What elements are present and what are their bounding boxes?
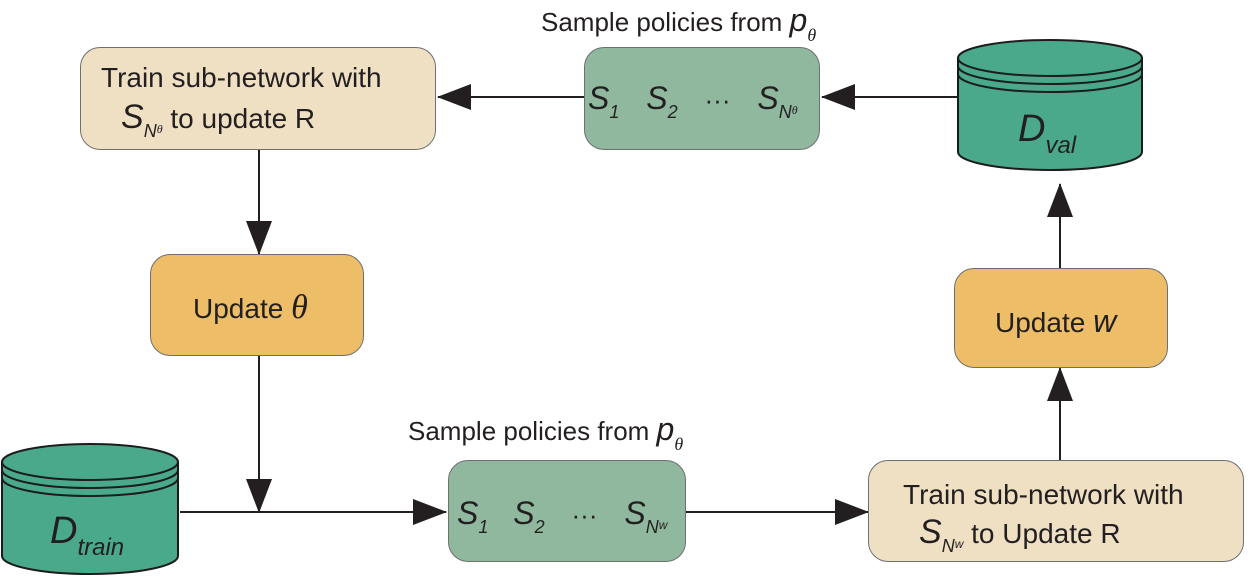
train-box-top-sub: N xyxy=(143,121,157,141)
top-caption-subscript: θ xyxy=(807,25,817,45)
policy-sequence-bottom: S1 S2 ··· SNw xyxy=(448,460,686,562)
top-caption-text: Sample policies from xyxy=(541,7,783,37)
train-box-top-line2: SNθ to update R xyxy=(121,98,316,140)
train-box-bottom-line2: SNw to Update R xyxy=(919,513,1121,555)
w-symbol: w xyxy=(1093,303,1117,339)
top-caption: Sample policies from pθ xyxy=(541,2,816,44)
top-caption-symbol: p xyxy=(789,2,808,38)
train-box-bottom-sub: N xyxy=(941,536,955,556)
update-theta-box: Update θ xyxy=(150,254,364,356)
policy-sequence-top-items: S1 S2 ··· SNθ xyxy=(588,80,798,122)
d-train-label: Dtrain xyxy=(50,510,125,561)
train-box-bottom-var: S xyxy=(919,513,942,551)
update-w-box: Update w xyxy=(954,268,1168,368)
seq-top-sn: SNθ xyxy=(757,80,798,122)
d-val-cylinder xyxy=(957,39,1143,171)
update-theta-label: Update θ xyxy=(193,289,308,326)
train-subnetwork-box-top: Train sub-network with SNθ to update R xyxy=(80,47,436,150)
train-box-top-tail: to update R xyxy=(170,103,316,134)
update-w-label: Update w xyxy=(995,303,1117,339)
seq-bottom-s2: S2 xyxy=(513,495,545,537)
bottom-caption-symbol: p xyxy=(656,411,675,447)
seq-bottom-sn: SNw xyxy=(624,495,668,537)
policy-sequence-top: S1 S2 ··· SNθ xyxy=(584,47,820,150)
d-train-cylinder xyxy=(1,443,179,575)
seq-top-s2: S2 xyxy=(646,80,678,122)
seq-top-dots: ··· xyxy=(704,85,731,115)
seq-bottom-s1: S1 xyxy=(457,495,489,537)
d-val-label: Dval xyxy=(1018,108,1077,159)
train-box-top-subsub: θ xyxy=(156,122,163,136)
train-box-bottom-line1: Train sub-network with xyxy=(903,479,1184,510)
train-box-top-line1: Train sub-network with xyxy=(101,62,382,93)
seq-bottom-dots: ··· xyxy=(571,500,598,530)
bottom-caption-text: Sample policies from xyxy=(408,416,650,446)
bottom-caption-subscript: θ xyxy=(674,434,684,454)
train-box-bottom-tail: to Update R xyxy=(971,518,1121,549)
policy-sequence-bottom-items: S1 S2 ··· SNw xyxy=(457,495,668,537)
theta-symbol: θ xyxy=(291,289,308,326)
train-box-bottom-subsub: w xyxy=(954,537,964,551)
train-subnetwork-box-bottom: Train sub-network with SNw to Update R xyxy=(868,460,1244,562)
train-box-top-var: S xyxy=(121,98,144,136)
bottom-caption: Sample policies from pθ xyxy=(408,411,683,453)
seq-top-s1: S1 xyxy=(588,80,620,122)
